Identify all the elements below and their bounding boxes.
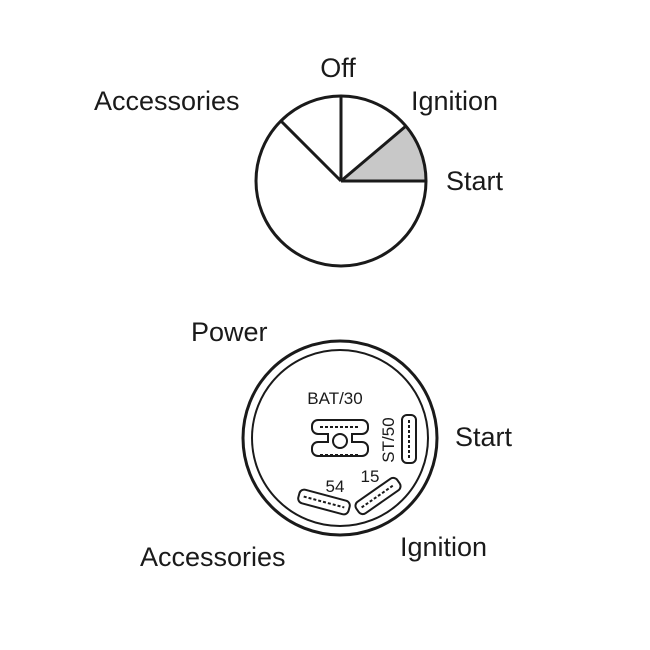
connector-face — [241, 339, 439, 537]
accessories-divider — [279, 119, 343, 183]
bat-terminal-label: BAT/30 — [307, 389, 362, 408]
accessories-label-top: Accessories — [94, 86, 240, 116]
connector-outer-ring — [241, 339, 439, 537]
ignition-label-top: Ignition — [411, 86, 498, 116]
key-position-dial — [254, 94, 428, 268]
st-terminal — [401, 414, 417, 464]
start-label-bottom: Start — [455, 422, 513, 452]
ign-terminal-label: 15 — [361, 467, 380, 486]
ignition-divider — [340, 124, 407, 183]
off-label: Off — [320, 53, 356, 83]
connector-inner-ring — [251, 349, 429, 527]
power-label: Power — [191, 317, 268, 347]
bat-center-post — [332, 433, 348, 449]
accessories-label-bottom: Accessories — [140, 542, 286, 572]
acc-terminal-label: 54 — [326, 477, 345, 496]
acc-terminal — [297, 488, 351, 516]
ignition-label-bottom: Ignition — [400, 532, 487, 562]
ign-terminal — [354, 476, 402, 516]
bat-terminal — [311, 419, 369, 457]
start-label-top: Start — [446, 166, 504, 196]
start-sector — [341, 126, 427, 181]
st-terminal-label: ST/50 — [379, 417, 398, 462]
